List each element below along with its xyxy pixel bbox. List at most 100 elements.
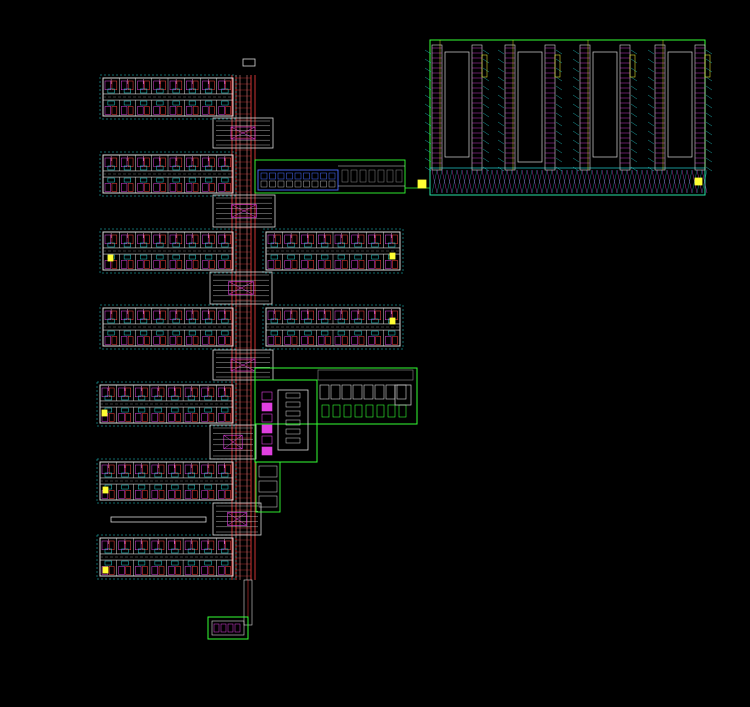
truss-diagonal [631,169,638,194]
bath-pod [107,242,115,248]
bath-pod [287,242,295,248]
service-stall [285,437,301,444]
truss-diagonal [446,169,453,194]
wing-dimension-outline [99,304,237,350]
office-cubicle [303,172,310,180]
bed-fixture [169,106,176,115]
bed-fixture [358,260,365,269]
truss-diagonal [681,169,688,194]
stair-marker [102,566,109,574]
bath-pod [371,330,379,336]
truss-diagonal [676,169,683,194]
aisle-mark [630,103,638,109]
bed-fixture [160,260,166,269]
bath-pod [188,177,196,183]
wing-dimension-outline [96,534,237,580]
bath-pod [187,472,196,478]
storage-void [444,51,470,158]
bed-fixture [325,336,331,345]
bath-pod [221,484,229,490]
bed-fixture [169,260,176,269]
aisle-mark [555,139,563,145]
wing-dimension-outline [99,228,237,274]
aisle-mark [647,58,655,64]
office-desk [328,180,336,188]
aisle-mark [555,67,563,73]
truss-diagonal [491,169,498,194]
bath-pod [337,318,345,324]
aisle-mark [424,148,432,154]
bath-pod [123,177,131,183]
aisle-mark [572,76,580,82]
aisle-mark [572,166,580,172]
aisle-mark [705,76,713,82]
aisle-mark [630,85,638,91]
wing-left-4 [99,304,237,350]
bed-fixture [291,260,298,269]
aisle-mark [572,49,580,55]
aisle-mark [555,49,563,55]
wing-left-3 [99,228,237,274]
service-cell [363,384,374,400]
aisle-mark [647,103,655,109]
bed-fixture [160,336,166,345]
aisle-mark [555,130,563,136]
aisle-mark [555,121,563,127]
wing-dimension-outline [262,228,404,274]
bed-fixture [301,260,308,269]
circulation-node [209,424,257,460]
node-wall [212,502,262,536]
truss-diagonal [626,169,633,194]
wing-dimension-outline [99,151,237,197]
bed-fixture [137,260,144,269]
office-desk [286,180,293,188]
aisle-mark [705,130,713,136]
bath-pod [172,242,180,248]
wing-left-7 [96,534,237,580]
bath-pod [137,484,146,490]
truss-diagonal [581,169,588,194]
truss-diagonal [606,169,613,194]
wing-left-1 [99,74,237,120]
wing-dimension-outline [262,304,404,350]
aisle-mark [572,58,580,64]
bath-pod [388,330,396,336]
service-cell [319,384,330,400]
aisle-mark [705,139,713,145]
bed-fixture [135,490,142,499]
bath-pod [123,242,131,248]
bath-pod [171,407,179,413]
bath-pod [221,395,229,401]
bed-fixture [291,336,298,345]
bed-fixture [192,566,198,575]
truss-diagonal [566,169,573,194]
bath-pod [188,242,196,248]
truss-diagonal [656,169,663,194]
annex-room [258,465,278,478]
bath-pod [156,88,164,94]
rack-column [694,44,706,171]
bath-pod [204,407,212,413]
lift-core [228,281,254,295]
aisle-mark [497,49,505,55]
service-stall [285,428,301,435]
bath-pod [188,165,196,171]
aisle-mark [424,103,432,109]
bed-fixture [385,260,392,269]
bed-fixture [175,566,181,575]
aisle-mark [497,139,505,145]
service-cell [341,384,352,400]
bed-fixture [137,106,144,115]
service-room [261,413,273,423]
bed-fixture [202,183,209,192]
bath-pod [205,254,213,260]
bath-pod [188,254,196,260]
bed-fixture [308,336,314,345]
bed-fixture [284,260,291,269]
bath-pod [137,407,146,413]
bed-fixture [153,183,160,192]
aisle-mark [482,49,490,55]
office-cubicle [260,172,268,180]
aisle-mark [424,139,432,145]
service-canopy [317,369,414,381]
